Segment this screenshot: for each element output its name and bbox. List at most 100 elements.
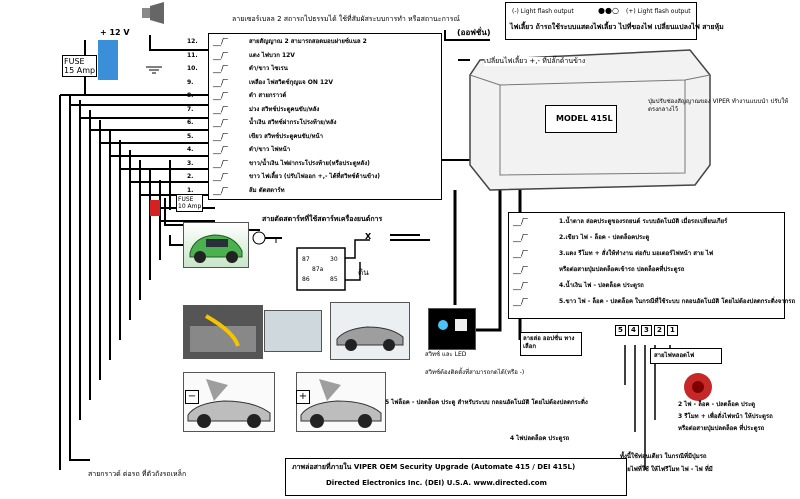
wire-symbol-icon: __/‾ xyxy=(213,64,228,73)
connector-pin: 1 xyxy=(667,325,678,336)
trunk-open-image xyxy=(183,305,263,359)
option-box: ลายล่อ ออปชั่น ทางเลือก xyxy=(520,332,582,356)
module-side-note: ปุ่มปรับช่องสัญญาณของ VIPER ทำงานแบบนำ ป… xyxy=(648,98,789,113)
siren-option-label: (ออฟชั่น) xyxy=(457,28,491,37)
pin-label: ดำ สายกราวด์ xyxy=(249,92,287,99)
right-note: 2 ไฟ - ล็อค - ปลดล็อค ประตู xyxy=(678,401,756,408)
led-note: สวิทช์ต้องติดตั้งที่สามารถกดได้(หรือ -) xyxy=(425,369,525,376)
pin-label: แดง ไฟบวก 12V xyxy=(249,51,295,59)
right-note: 3 รีโมท + เพื่อสั่งไฟหน้า ให้ประตูรถ xyxy=(678,413,773,420)
wire-symbol-icon: __/‾ xyxy=(513,249,528,258)
light-flash-positive-label: (+) Light flash output xyxy=(626,8,691,15)
led-switch-image xyxy=(428,308,476,350)
wire-symbol-icon: __/‾ xyxy=(513,233,528,242)
lock-note-5: 5 ไฟล็อค - ปลดล็อค ประตู สำหรับระบบ กลอน… xyxy=(385,399,588,406)
pin-label: ม่วง สวิทช์ประตูคนขับ/หลัง xyxy=(249,105,320,113)
voltage-label: + 12 V xyxy=(100,28,130,37)
wire-symbol-icon: __/‾ xyxy=(513,281,528,290)
wire-symbol-icon: __/‾ xyxy=(513,265,528,274)
pin-number: 7. xyxy=(187,105,194,113)
pin-number: 2. xyxy=(187,173,194,180)
right-note: หรือต่อสายปุ่มปลดล็อค ที่ประตูรถ xyxy=(678,425,765,432)
door-lock-item: 5.ขาว ไฟ - ล็อค - ปลดล็อค ในกรณีที่ใช้ระ… xyxy=(559,298,796,305)
relay-pin-85: 85 xyxy=(330,276,338,283)
relay-x-label: X xyxy=(365,232,372,241)
wire-symbol-icon: __/‾ xyxy=(513,297,528,306)
wire-symbol-icon: __/‾ xyxy=(213,37,228,46)
light-flash-header: (-) Light flash output ●●○ (+) Light fla… xyxy=(505,2,724,40)
pin-label: ขาว ไฟเลี้ยว (ปรับไฟออก +,- ได้ที่สวิทช์… xyxy=(249,173,380,180)
pin-number: 8. xyxy=(187,92,194,99)
horn-icon xyxy=(678,370,718,404)
pin-number: 4. xyxy=(187,146,194,153)
relay-pin-86: 86 xyxy=(302,276,310,283)
wire-symbol-icon: __/‾ xyxy=(213,104,228,114)
lock-note-4: 4 ไฟปลดล็อค ประตูรถ xyxy=(510,435,570,442)
siren-icon xyxy=(140,2,168,26)
footer-box: ภาพล่อสายที่ภายใน VIPER OEM Security Upg… xyxy=(285,458,627,496)
pin-number: 10. xyxy=(187,65,198,72)
relay-pin-87: 87 xyxy=(302,256,310,263)
pin-number: 9. xyxy=(187,78,194,86)
footer-credit: Directed Electronics Inc. (DEI) U.S.A. w… xyxy=(326,479,547,487)
door-lock-item: หรือต่อสายปุ่มปลดล็อคเข้ารถ ปลดล็อคที่ปร… xyxy=(559,266,685,273)
connector-pin: 5 xyxy=(615,325,626,336)
module-top-note: เปลี่ยนไฟเลี้ยว +,- ที่ปลั๊กด้านข้าง xyxy=(484,57,586,66)
pin-number: 11. xyxy=(187,51,198,59)
key-icon xyxy=(252,230,282,245)
footer-title: ภาพล่อสายที่ภายใน VIPER OEM Security Upg… xyxy=(292,463,576,471)
pin-number: 6. xyxy=(187,119,194,126)
wire-symbol-icon: __/‾ xyxy=(213,118,228,127)
light-flash-note: ไฟเลี้ยว ถ้ารถใช้ระบบแสดงไฟเลี้ยว ไปที่ข… xyxy=(510,23,724,31)
door-lock-item: 4.น้ำเงิน ไฟ - ปลดล็อค ประตูรถ xyxy=(559,282,644,289)
relay-pin-87a: 87a xyxy=(312,266,324,273)
pin-label: เขียว สวิทช์ประตูคนขับ/หน้า xyxy=(249,132,323,140)
wire-symbol-icon: __/‾ xyxy=(213,145,228,154)
wire-symbol-icon: __/‾ xyxy=(213,91,228,100)
door-lock-item: 3.แดง รีโมท + สั่งให้ทำงาน ต่อกับ มอเตอร… xyxy=(559,250,714,257)
convertible-car-image xyxy=(330,302,410,360)
connector-pin: 3 xyxy=(641,325,652,336)
minus-badge: − xyxy=(185,390,199,404)
light-flash-negative-label: (-) Light flash output xyxy=(512,8,574,15)
pin-label: ดำ/ขาว ไซเรน xyxy=(249,65,288,72)
fuse-red-icon xyxy=(150,200,160,216)
wire-symbol-icon: __/‾ xyxy=(213,131,228,141)
pin-label: สายสัญญาณ 2 สามารถสอดมอบฝายซ์แนล 2 xyxy=(249,38,367,45)
light-flash-selector-icon: ●●○ xyxy=(598,6,619,15)
siren-description: ลายเซอร์เบลล 2 สถารถไปธรรมได้ ใช้ที่สัมผ… xyxy=(232,15,460,23)
wire-symbol-icon: __/‾ xyxy=(513,217,528,226)
right-note: โดยไฟที่ใช้ ให้ไฟรีโมท ไฟ - ไฟ ที่มี xyxy=(620,466,713,473)
connector-pin: 4 xyxy=(628,325,639,336)
plus-badge: + xyxy=(296,390,310,404)
pin-label: ดำ/ขาว ไฟหน้า xyxy=(249,146,291,153)
connector-pin: 2 xyxy=(654,325,665,336)
green-car-image xyxy=(183,222,249,268)
module-model-label: MODEL 415L xyxy=(545,105,617,133)
relay-pin-30: 30 xyxy=(330,256,338,263)
wire-symbol-icon: __/‾ xyxy=(213,172,228,181)
main-harness-box: 12. __/‾ สายสัญญาณ 2 สามารถสอดมอบฝายซ์แนล … xyxy=(187,33,442,200)
led-switch-label: สวิทช์ และ LED xyxy=(425,351,467,358)
battery-icon xyxy=(98,40,118,80)
connector-label-box: สายไฟหลอดไฟ xyxy=(650,348,722,364)
pin-number: 5. xyxy=(187,132,194,140)
bottom-left-ground-note: สายกราวด์ ต่อรถ ที่ตัวถังรถเหล็ก xyxy=(88,470,187,478)
wire-symbol-icon: __/‾ xyxy=(213,50,228,60)
relay-ground-label: ดิน xyxy=(358,268,369,277)
right-note: ทั้งนี้ใช้ท่อนเดียว ในกรณีที่มีปุ่มรถ xyxy=(620,453,707,460)
pin-number: 1. xyxy=(187,186,194,194)
wire-symbol-icon: __/‾ xyxy=(213,158,228,168)
fuse-top-label: FUSE 15 Amp xyxy=(62,55,98,77)
ground-icon xyxy=(146,60,162,74)
door-lock-item: 1.น้ำตาล ล่อคประตูของรถยนต์ ระบบอัตโนมัต… xyxy=(559,218,728,225)
wire-symbol-icon: __/‾ xyxy=(213,185,228,195)
wire-symbol-icon: __/‾ xyxy=(213,77,228,87)
pin-number: 12. xyxy=(187,38,198,45)
pin-label: ส้ม ตัดสตาร์ท xyxy=(249,186,285,194)
pin-label: น้ำเงิน สวิทช์ฝากระโปรงท้าย/หลัง xyxy=(249,119,337,126)
pin-label: ขาว/น้ำเงิน ไฟฝากระโปรงท้าย(หรือประตูหลั… xyxy=(249,159,370,167)
door-lock-item: 2.เขียว ไฟ - ล็อค - ปลดล็อคประตู xyxy=(559,234,650,241)
pin-label: เหลือง ไฟสวิตช์กุญแจ ON 12V xyxy=(249,78,333,86)
fuse-10amp-label: FUSE 10 Amp xyxy=(176,194,204,212)
